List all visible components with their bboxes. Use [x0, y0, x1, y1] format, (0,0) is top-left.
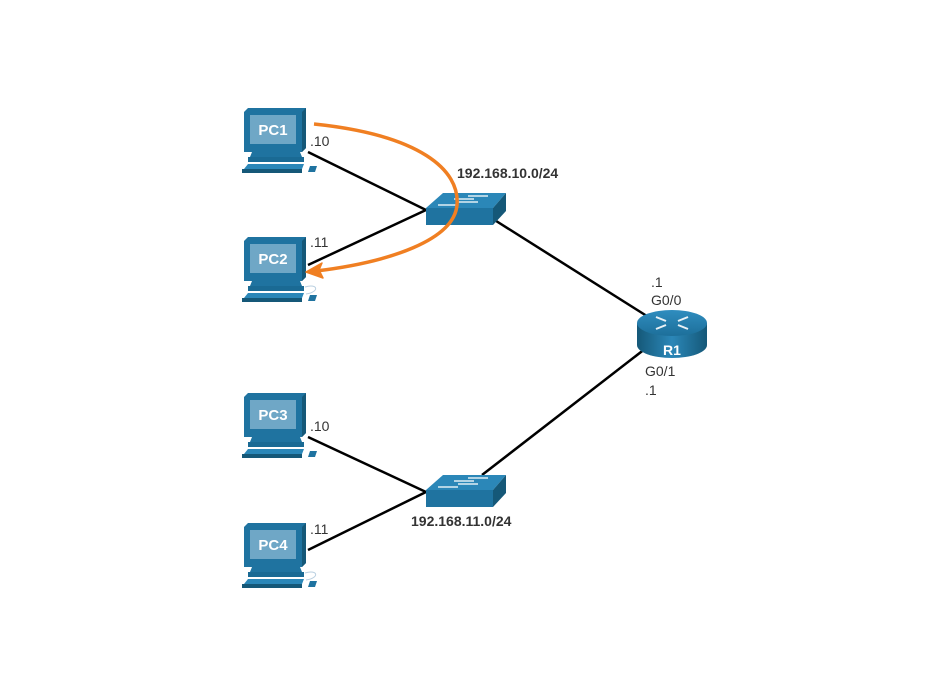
link-switch1-r1: [492, 217, 651, 320]
flow-path: [313, 122, 459, 273]
pc-icon: [242, 523, 317, 588]
pc4-name: PC4: [258, 537, 288, 554]
pc4-ip-label: .11: [310, 521, 329, 537]
switch-icon: [425, 474, 507, 508]
r1-g01-interface-label: G0/1: [645, 363, 676, 379]
switch2[interactable]: 192.168.11.0/24: [411, 474, 512, 529]
links: [307, 150, 651, 552]
link-pc4-switch2: [307, 490, 427, 552]
pc-icon: [242, 393, 317, 458]
pc3[interactable]: PC3 .10: [242, 393, 330, 458]
pc1-name: PC1: [258, 122, 287, 139]
link-switch2-r1: [481, 344, 651, 476]
pc2-ip-label: .11: [310, 234, 329, 250]
r1-g00-ip-label: .1: [651, 274, 663, 290]
router-icon: [637, 310, 707, 358]
mouse-cable-icon: [304, 285, 317, 295]
r1-g00-interface-label: G0/0: [651, 292, 682, 308]
link-pc1-switch1: [307, 150, 427, 212]
pc1[interactable]: PC1 .10: [242, 108, 330, 173]
pc2-name: PC2: [258, 251, 287, 268]
switch2-network-label: 192.168.11.0/24: [411, 513, 512, 529]
switch-icon: [425, 192, 507, 226]
pc2[interactable]: PC2 .11: [242, 234, 329, 302]
router-r1[interactable]: R1 .1 G0/0 G0/1 .1: [637, 274, 707, 398]
pc4[interactable]: PC4 .11: [242, 521, 329, 588]
mouse-cable-icon: [304, 571, 317, 581]
switch1-network-label: 192.168.10.0/24: [457, 165, 558, 181]
r1-g01-ip-label: .1: [645, 382, 657, 398]
link-pc3-switch2: [307, 435, 427, 494]
pc3-name: PC3: [258, 407, 287, 424]
switch1[interactable]: 192.168.10.0/24: [425, 165, 558, 226]
link-pc2-switch1: [307, 208, 427, 267]
traffic-flow-arrow: [305, 122, 459, 279]
arrowhead-icon: [305, 262, 324, 279]
pc3-ip-label: .10: [310, 418, 330, 434]
pc-icon: [242, 237, 317, 302]
r1-name: R1: [663, 342, 681, 358]
pc1-ip-label: .10: [310, 133, 330, 149]
pc-icon: [242, 108, 317, 173]
